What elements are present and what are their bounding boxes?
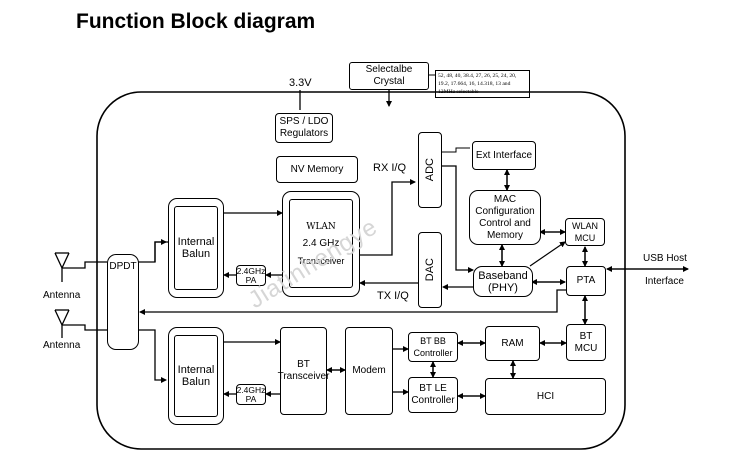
hci-block: HCI	[485, 378, 606, 415]
bt-transceiver-block: BT Transceiver	[278, 327, 329, 415]
sps-ldo-block: SPS / LDO Regulators	[275, 113, 333, 143]
baseband-block: Baseband (PHY)	[473, 266, 533, 297]
wlan-label: WLAN	[306, 221, 336, 232]
supply-label: 3.3V	[289, 77, 312, 89]
crystal-block: Selectalbe Crystal	[349, 62, 429, 90]
adc-block: ADC	[418, 132, 442, 208]
bt-mcu-block: BT MCU	[566, 324, 606, 361]
antenna-icon-2	[54, 309, 107, 338]
balun-block-1: Internal Balun	[168, 198, 224, 298]
balun-label-2: Internal Balun	[174, 335, 218, 417]
nv-memory-block: NV Memory	[276, 156, 358, 183]
modem-block: Modem	[345, 327, 393, 415]
mac-block: MAC Configuration Control and Memory	[469, 190, 541, 245]
pta-block: PTA	[566, 266, 606, 296]
wlan-transceiver-block: WLAN 2.4 GHz Transceiver	[282, 191, 360, 297]
wlan-trx-label: Transceiver	[297, 255, 345, 266]
bt-le-controller-block: BT LE Controller	[408, 377, 458, 413]
balun-block-2: Internal Balun	[168, 327, 224, 425]
tx-iq-label: TX I/Q	[377, 290, 409, 302]
antenna-label-1: Antenna	[43, 290, 81, 301]
diagram-title: Function Block diagram	[76, 10, 316, 33]
pa-block-2: 2.4GHz PA	[236, 384, 266, 405]
dac-label: DAC	[424, 258, 436, 282]
bt-bb-controller-block: BT BB Controller	[408, 332, 458, 362]
dpdt-switch: DPDT	[107, 254, 139, 350]
dpdt-label: DPDT	[109, 261, 137, 272]
pa-block-1: 2.4GHz PA	[236, 265, 266, 286]
antenna-icon-1	[54, 252, 107, 282]
ram-block: RAM	[485, 326, 540, 361]
antenna-label-2: Antenna	[43, 340, 81, 351]
wlan-freq-label: 2.4 GHz	[302, 237, 340, 249]
interface-label: Interface	[645, 276, 684, 287]
adc-label: ADC	[424, 158, 436, 182]
crystal-note: 52, 48, 40, 38.4, 27, 26, 25, 24, 20, 19…	[435, 70, 530, 98]
dac-block: DAC	[418, 232, 442, 308]
chip-boundary	[96, 91, 626, 450]
usb-host-label: USB Host	[643, 253, 687, 264]
ext-interface-block: Ext Interface	[472, 141, 536, 170]
balun-label-1: Internal Balun	[174, 206, 218, 290]
rx-iq-label: RX I/Q	[373, 162, 407, 174]
wlan-mcu-block: WLAN MCU	[565, 218, 605, 246]
